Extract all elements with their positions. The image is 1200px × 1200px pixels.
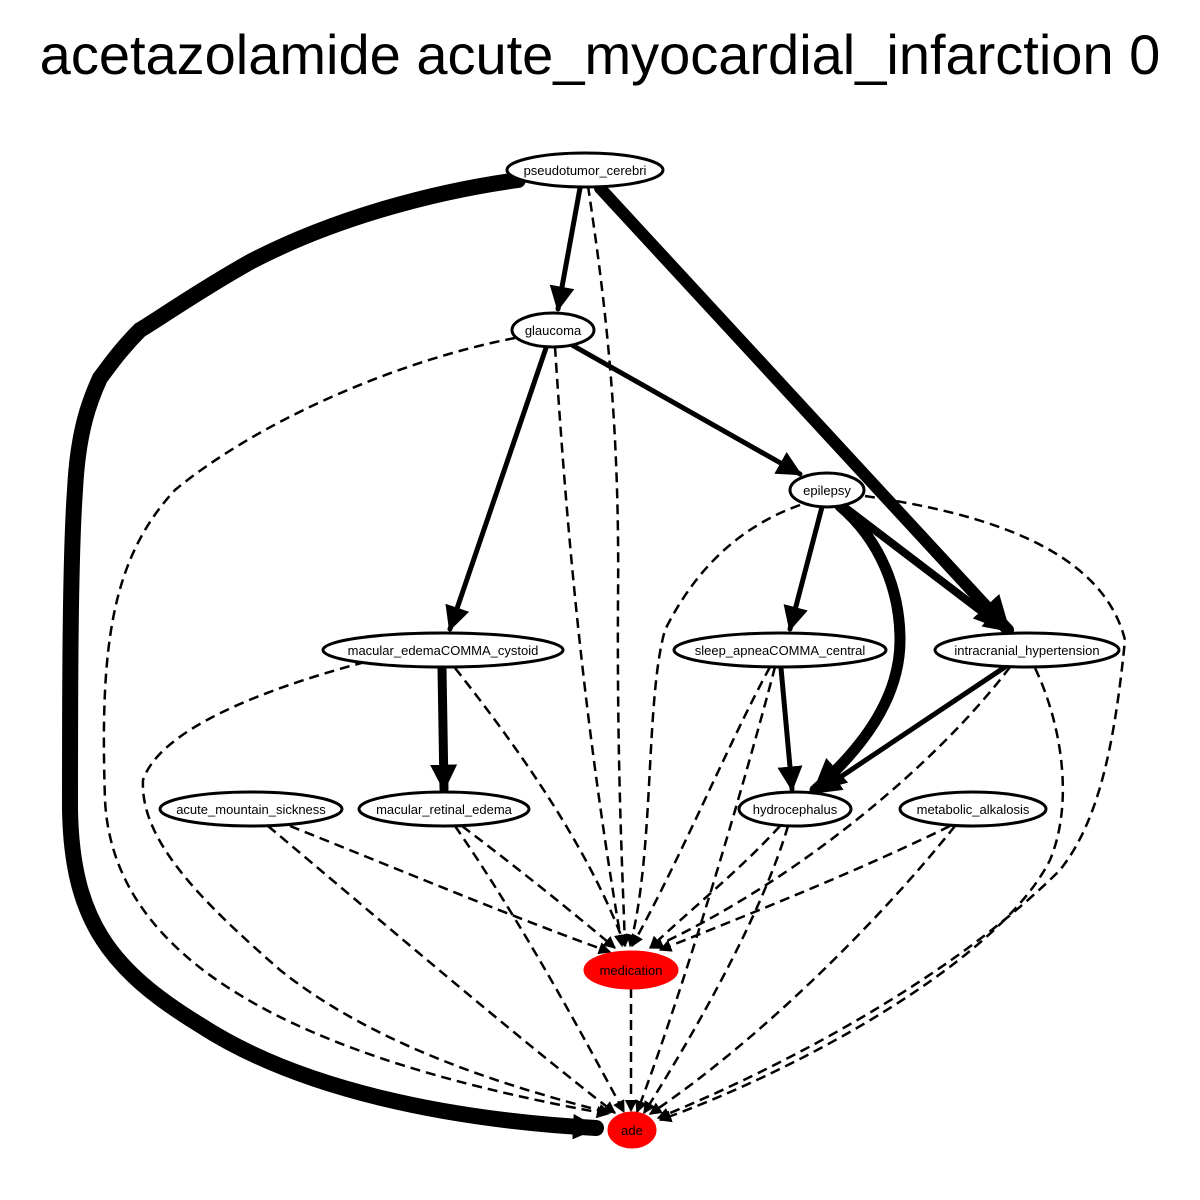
edge-macular_retinal_edema-medication [461, 825, 616, 949]
node-label-sleep_apnea_central: sleep_apneaCOMMA_central [695, 643, 866, 658]
edge-sleep_apnea_central-ade [635, 666, 777, 1114]
node-ade[interactable]: ade [607, 1111, 657, 1149]
node-label-glaucoma: glaucoma [525, 323, 582, 338]
node-metabolic_alkalosis[interactable]: metabolic_alkalosis [898, 790, 1048, 828]
edge-intracranial_hypertension-medication [650, 666, 1011, 950]
node-acute_mountain_sickness[interactable]: acute_mountain_sickness [158, 790, 344, 828]
node-label-medication: medication [600, 963, 663, 978]
edge-metabolic_alkalosis-ade [648, 825, 956, 1116]
edge-sleep_apnea_central-medication [630, 666, 772, 948]
node-intracranial_hypertension[interactable]: intracranial_hypertension [933, 631, 1121, 669]
edge-acute_mountain_sickness-ade [267, 825, 616, 1114]
edge-acute_mountain_sickness-medication [289, 824, 612, 955]
node-macular_edema_cystoid[interactable]: macular_edemaCOMMA_cystoid [321, 631, 565, 669]
node-label-epilepsy: epilepsy [803, 483, 851, 498]
node-glaucoma[interactable]: glaucoma [510, 311, 596, 349]
edge-intracranial_hypertension-ade [658, 667, 1065, 1123]
edge-macular_edema_cystoid-medication [454, 667, 628, 948]
node-label-intracranial_hypertension: intracranial_hypertension [954, 643, 1099, 658]
edge-hydrocephalus-ade [642, 825, 790, 1115]
edge-epilepsy-sleep_apnea_central [783, 504, 825, 632]
node-label-macular_edema_cystoid: macular_edemaCOMMA_cystoid [348, 643, 539, 658]
edge-glaucoma-medication [553, 346, 627, 948]
diagram-title: acetazolamide acute_myocardial_infarctio… [39, 23, 1161, 86]
edge-hydrocephalus-medication [649, 825, 781, 949]
edge-epilepsy-intracranial_hypertension [839, 502, 1010, 634]
edge-macular_edema_cystoid-macular_retinal_edema [430, 663, 458, 794]
node-medication[interactable]: medication [583, 950, 679, 990]
node-epilepsy[interactable]: epilepsy [788, 471, 866, 509]
edge-pseudotumor_cerebri-ade [61, 172, 604, 1140]
edge-sleep_apnea_central-hydrocephalus [777, 665, 803, 792]
node-hydrocephalus[interactable]: hydrocephalus [737, 790, 853, 828]
edge-epilepsy-medication [626, 503, 801, 948]
edge-glaucoma-epilepsy [569, 342, 803, 477]
node-label-macular_retinal_edema: macular_retinal_edema [376, 802, 513, 817]
node-label-ade: ade [621, 1123, 643, 1138]
edge-macular_retinal_edema-ade [453, 825, 626, 1114]
edge-glaucoma-macular_edema_cystoid [445, 345, 549, 632]
node-pseudotumor_cerebri[interactable]: pseudotumor_cerebri [505, 151, 665, 189]
node-label-metabolic_alkalosis: metabolic_alkalosis [917, 802, 1030, 817]
edge-intracranial_hypertension-hydrocephalus [815, 664, 1008, 795]
edge-epilepsy-hydrocephalus [809, 500, 906, 796]
node-label-acute_mountain_sickness: acute_mountain_sickness [176, 802, 326, 817]
node-label-pseudotumor_cerebri: pseudotumor_cerebri [524, 163, 647, 178]
edge-metabolic_alkalosis-medication [658, 824, 951, 952]
edge-pseudotumor_cerebri-intracranial_hypertension [594, 182, 1014, 636]
edge-pseudotumor_cerebri-glaucoma [549, 185, 583, 312]
edge-epilepsy-ade [656, 494, 1127, 1120]
node-sleep_apnea_central[interactable]: sleep_apneaCOMMA_central [672, 631, 888, 669]
edge-glaucoma-ade [102, 336, 610, 1119]
node-label-hydrocephalus: hydrocephalus [753, 802, 838, 817]
node-macular_retinal_edema[interactable]: macular_retinal_edema [357, 790, 531, 828]
edge-pseudotumor_cerebri-medication [586, 185, 631, 948]
